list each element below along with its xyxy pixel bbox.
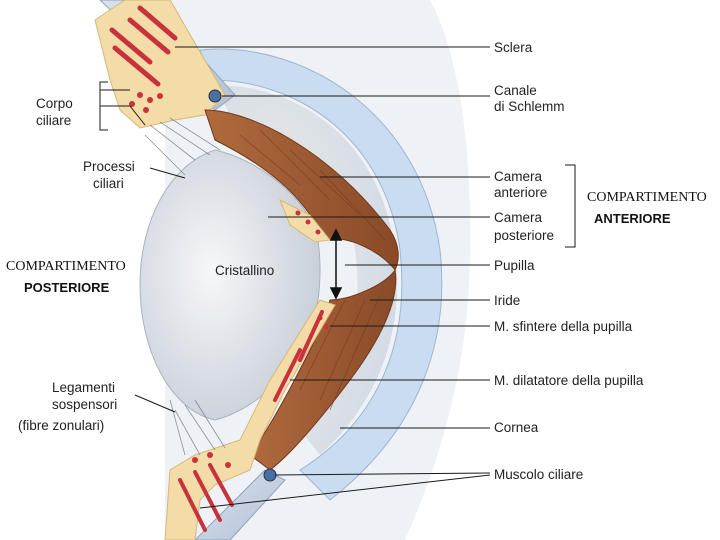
ciliary-muscle-top	[109, 5, 178, 87]
iris-striations	[239, 129, 386, 411]
label-processi-2: ciliari	[93, 176, 124, 191]
label-pupilla: Pupilla	[494, 258, 535, 273]
label-camera-ant-2: anteriore	[494, 185, 547, 200]
ciliary-dots-top	[129, 92, 163, 113]
label-cristallino: Cristallino	[215, 263, 274, 278]
label-legamenti-3: (fibre zonulari)	[18, 418, 104, 433]
sphincter-dots	[295, 210, 321, 235]
label-sfintere: M. sfintere della pupilla	[494, 319, 633, 334]
label-camera-post-1: Camera	[494, 210, 543, 225]
ciliary-body-bottom	[164, 299, 336, 540]
label-dilatatore: M. dilatatore della pupilla	[494, 373, 644, 388]
label-cornea: Cornea	[494, 420, 539, 435]
cornea	[199, 48, 443, 501]
leader-lines	[99, 46, 576, 509]
label-comp-post-2: POSTERIORE	[24, 280, 110, 295]
ciliary-dots-bottom	[192, 315, 329, 468]
label-camera-post-2: posteriore	[494, 228, 554, 243]
label-iride: Iride	[494, 293, 520, 308]
label-schlemm-1: Canale	[494, 83, 537, 98]
schlemm-canal-bottom	[263, 468, 277, 482]
label-comp-ant-2: ANTERIORE	[594, 211, 671, 226]
pupil-arrow	[329, 228, 343, 300]
label-schlemm-2: di Schlemm	[494, 99, 565, 114]
label-legamenti-2: sospensori	[52, 397, 117, 412]
label-processi-1: Processi	[83, 159, 135, 174]
label-sclera: Sclera	[494, 40, 533, 55]
schlemm-canal	[208, 89, 222, 103]
iris-bottom	[249, 268, 397, 471]
ciliary-muscle-bottom	[178, 310, 324, 532]
label-legamenti-1: Legamenti	[52, 380, 115, 395]
label-corpo-1: Corpo	[36, 96, 73, 111]
label-comp-post-1: COMPARTIMENTO	[6, 259, 126, 274]
label-corpo-2: ciliare	[36, 113, 71, 128]
label-comp-ant-1: COMPARTIMENTO	[587, 190, 707, 205]
zonular-fibres	[144, 117, 226, 456]
ciliary-body-top	[94, 0, 226, 129]
label-muscolo: Muscolo ciliare	[494, 467, 583, 482]
label-camera-ant-1: Camera	[494, 169, 543, 184]
